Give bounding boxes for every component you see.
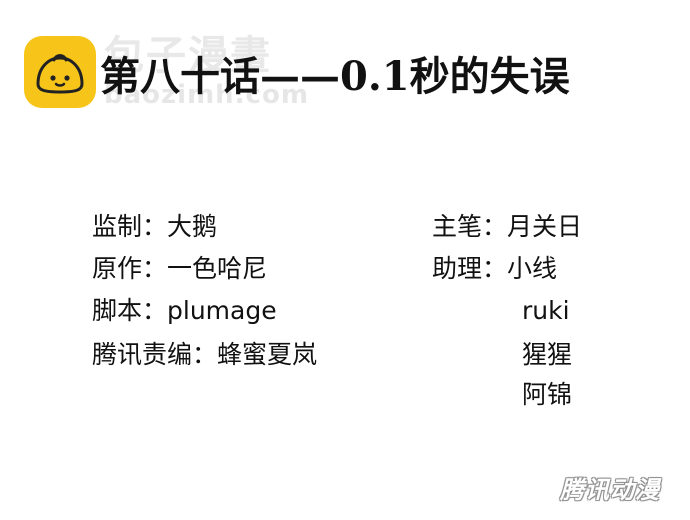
credit-lead-artist: 主笔：月关日 [432,212,583,241]
watermark-site-name: 包子漫畫 [104,33,272,79]
credit-assistant: 助理：小线 [432,254,558,283]
chapter-title: 第八十话——0.1秒的失误 [100,53,570,100]
credit-supervisor: 监制：大鹅 [92,212,218,241]
tencent-comic-logo: 腾讯动漫 [560,476,660,504]
credit-assistant-4: 阿锦 [522,380,573,409]
credit-editor: 腾讯责编：蜂蜜夏岚 [92,340,318,369]
credit-assistant-2: ruki [522,296,570,325]
credit-original-work: 原作：一色哈尼 [92,254,268,283]
bun-logo-icon [24,36,96,108]
credit-script: 脚本：plumage [92,296,277,325]
watermark-site-url: baozimh.com [104,80,309,110]
credit-assistant-3: 猩猩 [522,340,573,369]
